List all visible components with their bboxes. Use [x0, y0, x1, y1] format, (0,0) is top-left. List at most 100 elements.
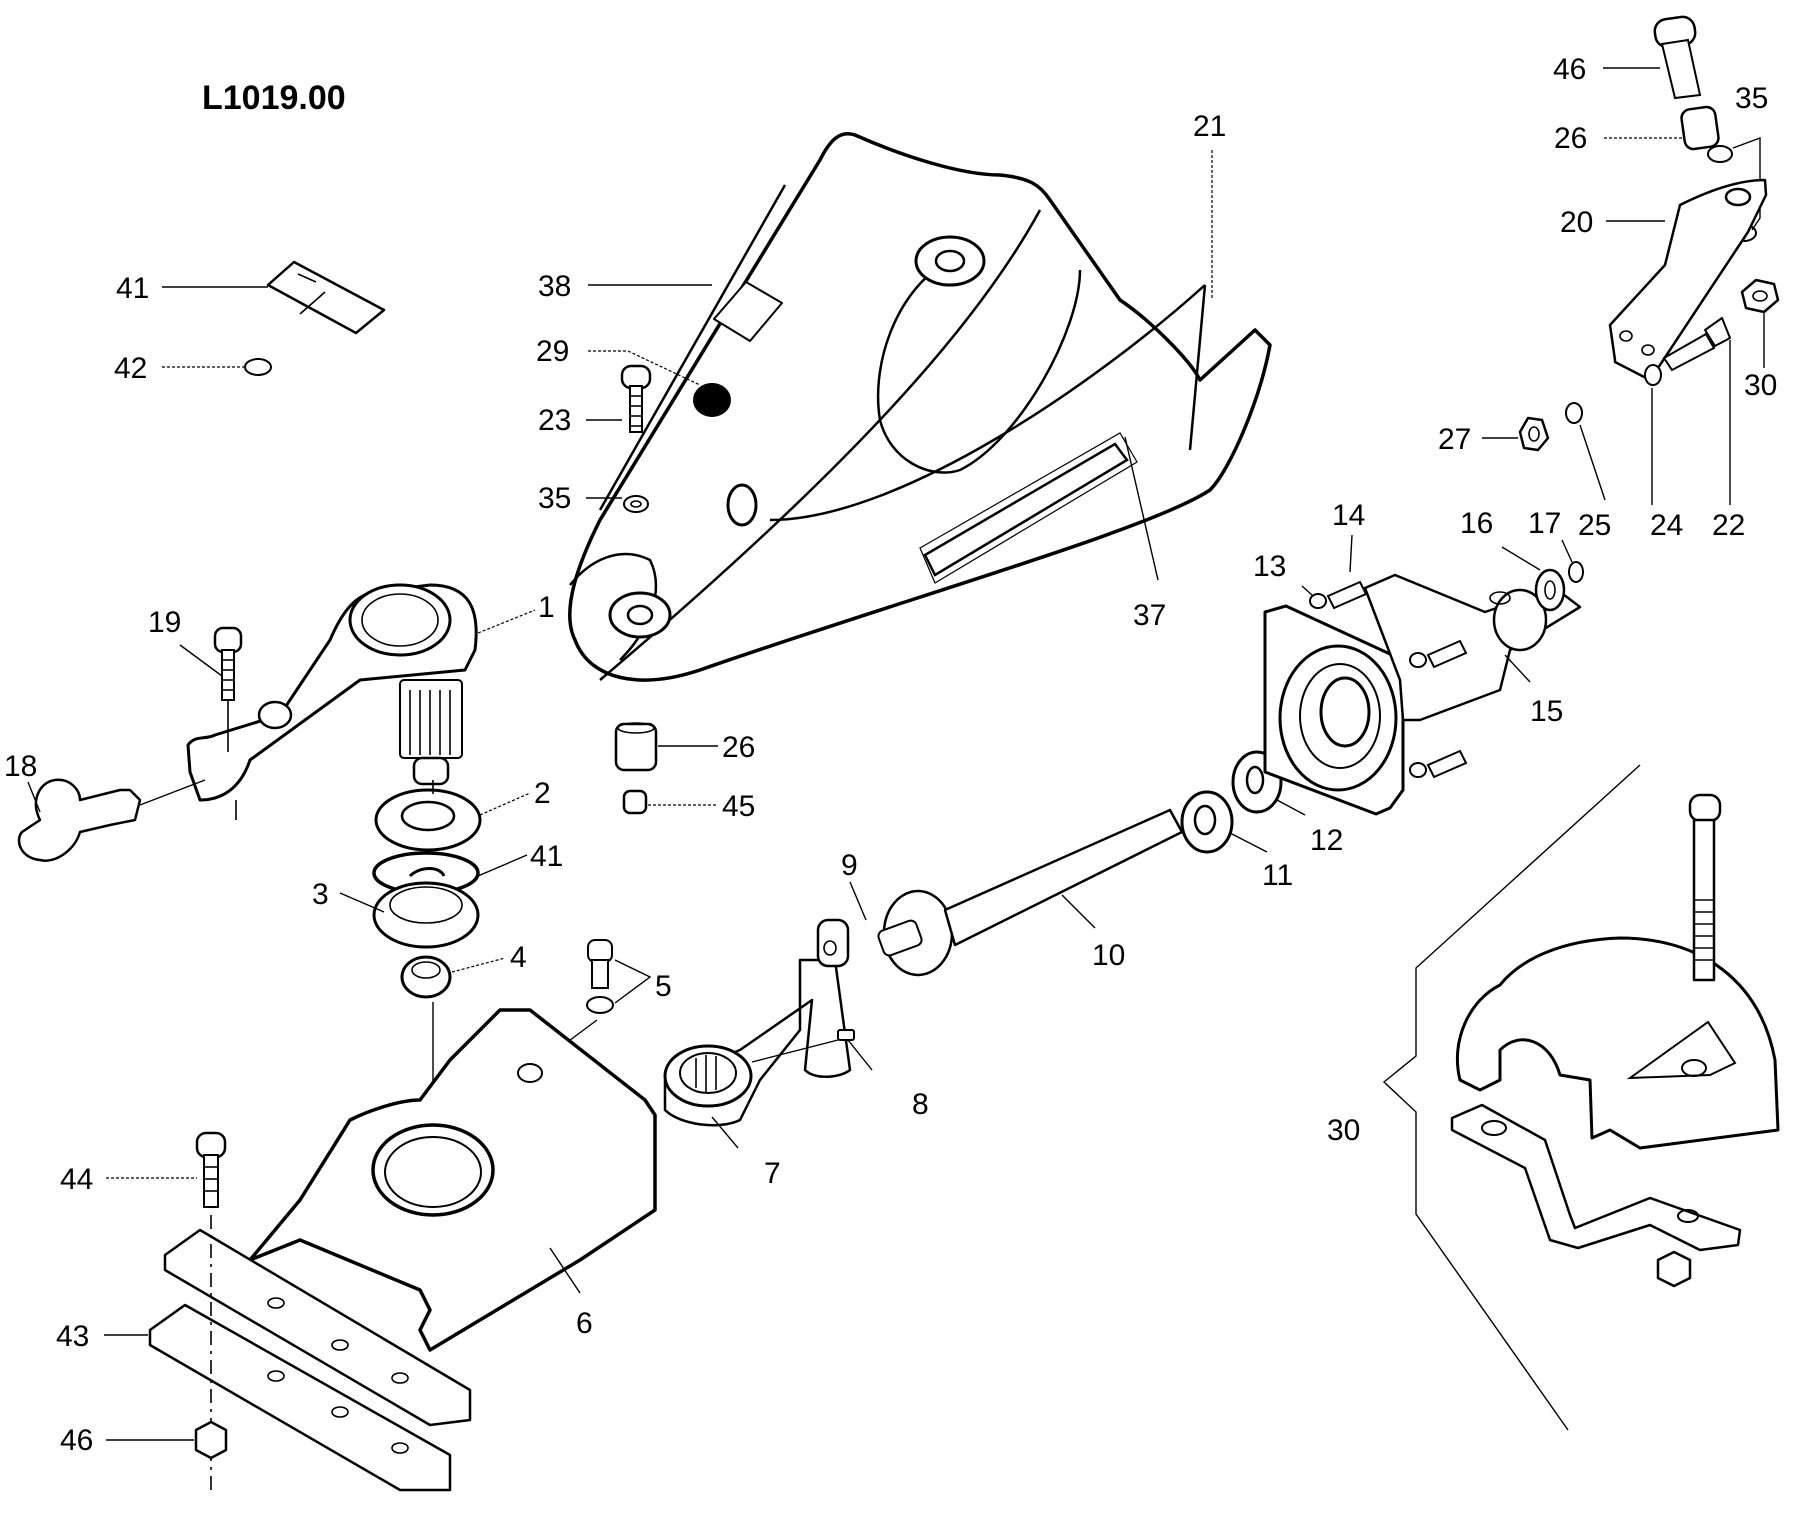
callout-23[interactable]: 23 [538, 404, 622, 437]
part-39-washer[interactable] [244, 358, 272, 376]
part-4-bearing[interactable] [400, 955, 452, 999]
callout-10[interactable]: 10 [1061, 894, 1125, 972]
svg-text:9: 9 [841, 849, 858, 882]
part-29-plug[interactable] [693, 383, 731, 417]
callout-26-center[interactable]: 26 [658, 731, 755, 764]
svg-text:44: 44 [60, 1163, 93, 1196]
part-1-lever[interactable] [186, 583, 478, 802]
part-46-bolt[interactable] [1653, 15, 1702, 100]
part-21-cover[interactable] [568, 132, 1272, 682]
callout-1[interactable]: 1 [477, 591, 555, 634]
part-20-bracket[interactable] [1608, 178, 1768, 382]
callout-4[interactable]: 4 [451, 941, 527, 974]
part-11-bearing[interactable] [1180, 790, 1234, 854]
part-16-bearing[interactable] [1534, 568, 1566, 612]
part-43-bolt[interactable] [195, 1131, 227, 1208]
svg-text:20: 20 [1560, 206, 1593, 239]
part-6-housing[interactable] [248, 1008, 657, 1352]
part-45-bushing[interactable] [622, 789, 648, 815]
part-8-grease-nipple[interactable] [751, 1029, 855, 1063]
callout-38[interactable]: 41 [116, 272, 268, 305]
callout-13[interactable]: 13 [1253, 550, 1313, 596]
callout-17[interactable]: 17 [1528, 507, 1573, 563]
callout-35-upper[interactable]: 35 [1732, 82, 1768, 231]
part-7-crank[interactable] [663, 958, 852, 1127]
part-5-plug[interactable] [586, 939, 614, 1014]
callout-44[interactable]: 46 [60, 1424, 194, 1457]
callout-45[interactable]: 45 [648, 790, 755, 823]
callout-9[interactable]: 9 [841, 849, 867, 921]
callout-19[interactable]: 19 [148, 606, 223, 677]
svg-text:11: 11 [1262, 859, 1293, 892]
part-23-bolt[interactable] [620, 364, 652, 433]
svg-text:41: 41 [530, 840, 563, 873]
part-10-shaft[interactable] [877, 808, 1184, 977]
part-24-washer[interactable] [1644, 364, 1662, 386]
part-15-bearing-housing[interactable] [1263, 573, 1582, 816]
part-9-pin[interactable] [816, 918, 850, 968]
callout-25[interactable]: 25 [1578, 424, 1611, 542]
callout-20[interactable]: 20 [1560, 206, 1665, 239]
part-25-washer[interactable] [1565, 402, 1583, 424]
callout-26-upper[interactable]: 26 [1554, 122, 1682, 155]
svg-text:19: 19 [148, 606, 181, 639]
part-26-bushing-upper[interactable] [1680, 105, 1720, 151]
callout-35-center[interactable]: 35 [538, 482, 622, 515]
part-41-circlip[interactable] [372, 851, 480, 895]
part-35-lock-washer[interactable] [623, 495, 649, 513]
part-14-bolt[interactable] [1326, 580, 1468, 779]
part-2-seal[interactable] [374, 788, 482, 852]
part-27-nut[interactable] [1518, 416, 1550, 452]
callout-14[interactable]: 14 [1332, 499, 1365, 573]
callout-8[interactable]: 8 [847, 1039, 929, 1121]
svg-text:14: 14 [1332, 499, 1365, 532]
callout-15[interactable]: 15 [1504, 654, 1563, 728]
part-3-bearing[interactable] [372, 881, 480, 949]
part-28-nut[interactable] [1740, 278, 1780, 314]
svg-text:35: 35 [538, 482, 571, 515]
part-13-washer[interactable] [1309, 593, 1427, 778]
svg-text:7: 7 [764, 1157, 781, 1190]
callout-28[interactable]: 30 [1744, 312, 1777, 402]
callout-12[interactable]: 12 [1276, 799, 1343, 857]
svg-text:41: 41 [116, 272, 149, 305]
callout-37[interactable]: 37 [1124, 436, 1166, 632]
svg-text:25: 25 [1578, 509, 1611, 542]
part-44-nut[interactable] [194, 1420, 228, 1460]
callout-36[interactable]: 38 [538, 270, 712, 303]
part-17-circlip[interactable] [1568, 561, 1584, 583]
callout-21[interactable]: 21 [1193, 110, 1226, 300]
part-36-label[interactable] [713, 281, 783, 342]
callout-2[interactable]: 2 [479, 777, 551, 816]
part-42-plates[interactable] [148, 1228, 472, 1492]
callout-27[interactable]: 27 [1438, 423, 1518, 456]
svg-text:13: 13 [1253, 550, 1286, 583]
svg-text:27: 27 [1438, 423, 1471, 456]
part-30-guard[interactable] [1450, 793, 1780, 1288]
callout-42[interactable]: 43 [56, 1320, 148, 1353]
callout-7[interactable]: 7 [711, 1116, 781, 1190]
callout-24[interactable]: 24 [1650, 388, 1683, 542]
callout-41[interactable]: 41 [477, 840, 563, 877]
callout-6[interactable]: 6 [549, 1247, 593, 1340]
callout-46[interactable]: 46 [1553, 53, 1660, 86]
callout-29[interactable]: 29 [536, 335, 701, 386]
callout-3[interactable]: 3 [312, 878, 385, 913]
part-22-bolt[interactable] [1662, 317, 1731, 372]
part-19-bolt[interactable] [213, 626, 243, 820]
callout-22[interactable]: 22 [1712, 340, 1745, 542]
svg-text:24: 24 [1650, 509, 1683, 542]
callout-11[interactable]: 11 [1229, 832, 1293, 892]
callout-16[interactable]: 16 [1460, 507, 1541, 571]
svg-text:38: 38 [538, 270, 571, 303]
part-18-knob[interactable] [17, 778, 206, 862]
part-38-decal[interactable] [266, 260, 386, 335]
svg-text:46: 46 [60, 1424, 93, 1457]
svg-text:15: 15 [1530, 695, 1563, 728]
callout-18[interactable]: 18 [4, 750, 41, 813]
callout-39[interactable]: 42 [114, 352, 244, 385]
part-26-bushing[interactable] [614, 722, 658, 772]
callout-43[interactable]: 44 [60, 1163, 197, 1196]
callout-30[interactable]: 30 [1327, 764, 1641, 1431]
